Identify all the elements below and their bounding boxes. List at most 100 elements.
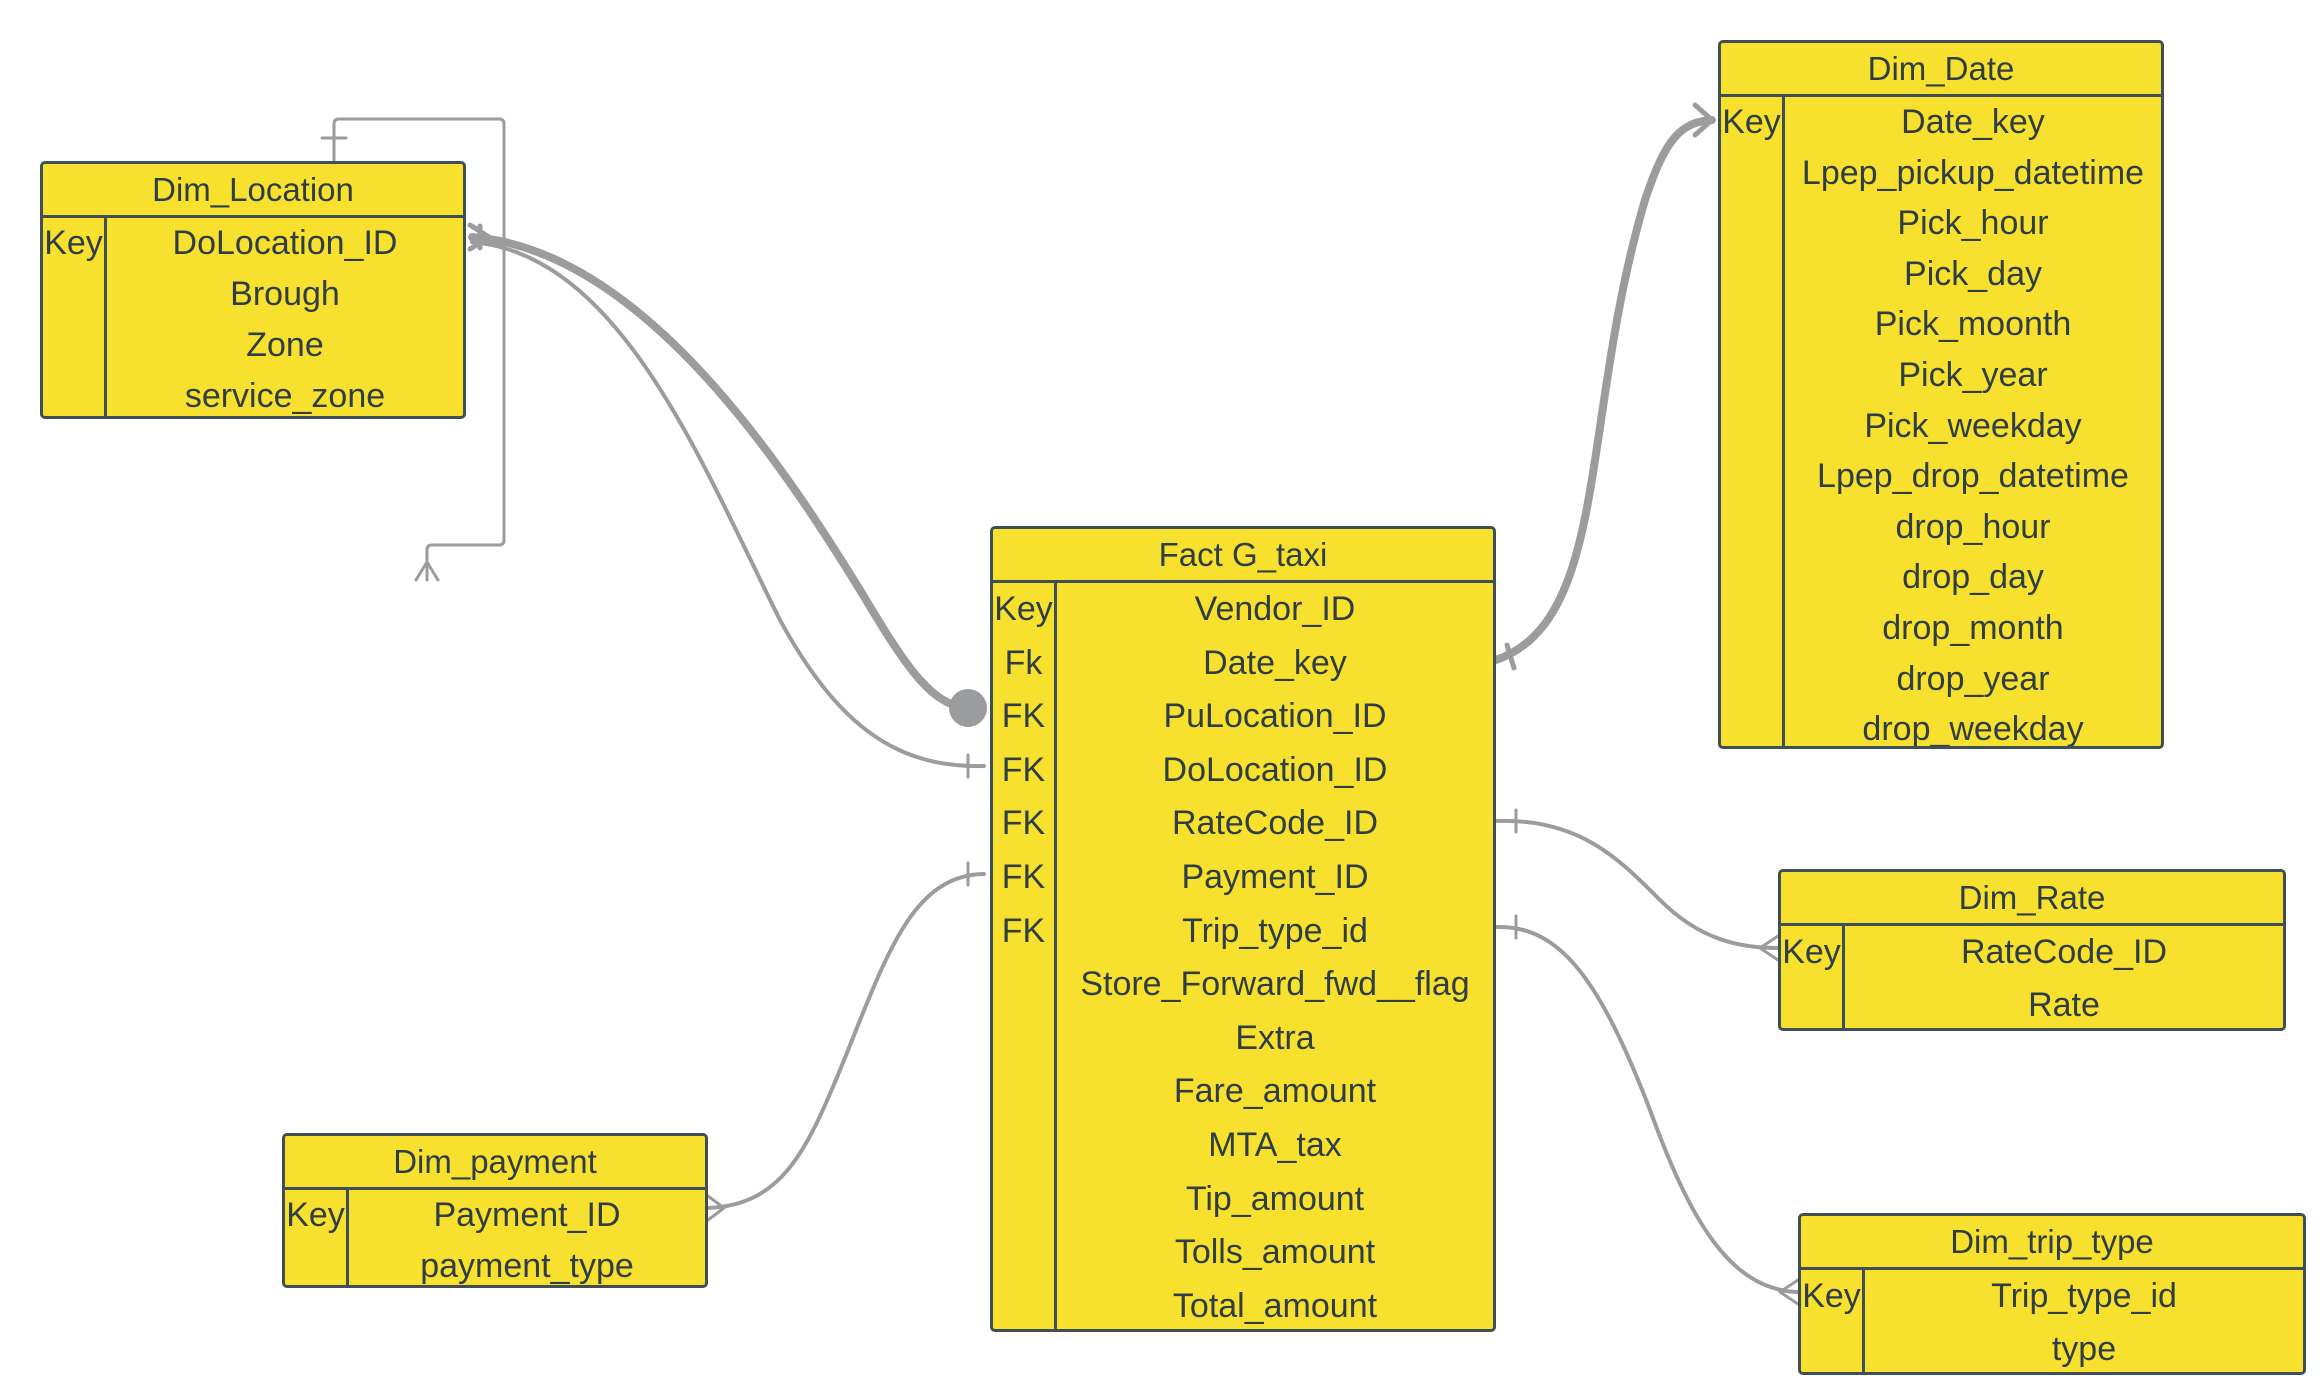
key-type-label: FK: [1001, 804, 1046, 843]
key-column-divider: [285, 1190, 349, 1285]
key-type-label: [1721, 654, 1782, 705]
triptype-connector[interactable]: [1494, 924, 1800, 1294]
field-row[interactable]: Rate: [1781, 979, 2283, 1028]
key-type-label: [1721, 451, 1782, 502]
key-type-label: [1721, 198, 1782, 249]
key-column-divider: [1801, 1270, 1865, 1372]
field-row[interactable]: Fare_amount: [993, 1065, 1493, 1119]
field-name: Date_key: [1901, 103, 2045, 141]
ratecode-crowfoot-marker: [1758, 934, 1780, 962]
entity-title: Dim_Rate: [1781, 872, 2283, 926]
field-row[interactable]: Pick_hour: [1721, 198, 2161, 249]
key-type-label: Key: [1722, 103, 1781, 141]
ratecode-connector[interactable]: [1494, 818, 1780, 950]
field-row[interactable]: Pick_moonth: [1721, 299, 2161, 350]
field-row[interactable]: payment_type: [285, 1241, 705, 1285]
self-loop-connector[interactable]: [332, 117, 506, 580]
key-column-divider: [43, 218, 107, 416]
field-row[interactable]: drop_weekday: [1721, 704, 2161, 746]
date-crowfoot-marker: [1692, 102, 1715, 138]
field-name: RateCode_ID: [1171, 804, 1378, 843]
field-row[interactable]: FK RateCode_ID: [993, 797, 1493, 851]
field-name: Pick_hour: [1897, 204, 2049, 243]
key-type-label: [1721, 401, 1782, 452]
pulocation-connector[interactable]: [468, 233, 972, 712]
key-type-label: [993, 1173, 1054, 1227]
field-name: DoLocation_ID: [172, 224, 398, 262]
field-name: Extra: [1235, 1018, 1315, 1057]
field-row[interactable]: Zone: [43, 320, 463, 371]
key-type-label: [993, 1065, 1054, 1119]
field-name: Pick_weekday: [1864, 406, 2082, 445]
payment-connector[interactable]: [706, 872, 986, 1210]
field-row[interactable]: Fk Date_key: [993, 637, 1493, 691]
field-row[interactable]: drop_day: [1721, 552, 2161, 603]
entity-title: Fact G_taxi: [993, 529, 1493, 583]
field-row[interactable]: Brough: [43, 269, 463, 320]
field-row[interactable]: Pick_weekday: [1721, 401, 2161, 452]
field-name: Pick_day: [1904, 254, 2042, 293]
field-name: drop_month: [1882, 608, 2064, 647]
key-type-label: FK: [1001, 857, 1046, 896]
field-row[interactable]: Pick_year: [1721, 350, 2161, 401]
field-name: service_zone: [184, 377, 386, 415]
dolocation-connector[interactable]: [470, 240, 986, 769]
field-name: Pick_moonth: [1874, 305, 2072, 344]
field-name: Lpep_pickup_datetime: [1801, 153, 2145, 192]
field-row[interactable]: Tolls_amount: [993, 1226, 1493, 1280]
field-name: Date_key: [1203, 643, 1347, 682]
key-type-label: [1721, 502, 1782, 553]
field-row[interactable]: Tip_amount: [993, 1173, 1493, 1227]
field-name: Total_amount: [1172, 1286, 1378, 1325]
key-type-label: Key: [286, 1196, 345, 1234]
field-name: type: [2051, 1330, 2117, 1368]
field-row[interactable]: drop_hour: [1721, 502, 2161, 553]
field-name: drop_hour: [1895, 507, 2051, 546]
key-type-label: Fk: [1004, 643, 1043, 682]
field-row[interactable]: drop_month: [1721, 603, 2161, 654]
field-name: drop_year: [1896, 659, 2050, 698]
key-type-label: FK: [1001, 697, 1046, 736]
field-row[interactable]: Lpep_drop_datetime: [1721, 451, 2161, 502]
key-type-label: [1801, 1323, 1862, 1372]
field-row[interactable]: Store_Forward_fwd__flag: [993, 958, 1493, 1012]
key-type-label: [993, 1012, 1054, 1066]
field-row[interactable]: type: [1801, 1323, 2303, 1372]
field-row[interactable]: Total_amount: [993, 1280, 1493, 1329]
key-column-divider: [1721, 97, 1785, 746]
field-row[interactable]: Key Date_key: [1721, 97, 2161, 148]
field-row[interactable]: service_zone: [43, 371, 463, 416]
field-name: MTA_tax: [1208, 1125, 1342, 1164]
field-row[interactable]: Extra: [993, 1012, 1493, 1066]
field-row[interactable]: drop_year: [1721, 654, 2161, 705]
field-row[interactable]: Lpep_pickup_datetime: [1721, 148, 2161, 199]
field-name: Pick_year: [1898, 355, 2048, 394]
field-row[interactable]: Pick_day: [1721, 249, 2161, 300]
key-type-label: FK: [1001, 750, 1046, 789]
key-type-label: [993, 1280, 1054, 1329]
date-connector[interactable]: [1492, 116, 1716, 664]
key-type-label: Key: [1802, 1277, 1861, 1315]
triptype-crowfoot-marker: [1778, 1278, 1800, 1306]
key-type-label: [1721, 603, 1782, 654]
field-row[interactable]: MTA_tax: [993, 1119, 1493, 1173]
